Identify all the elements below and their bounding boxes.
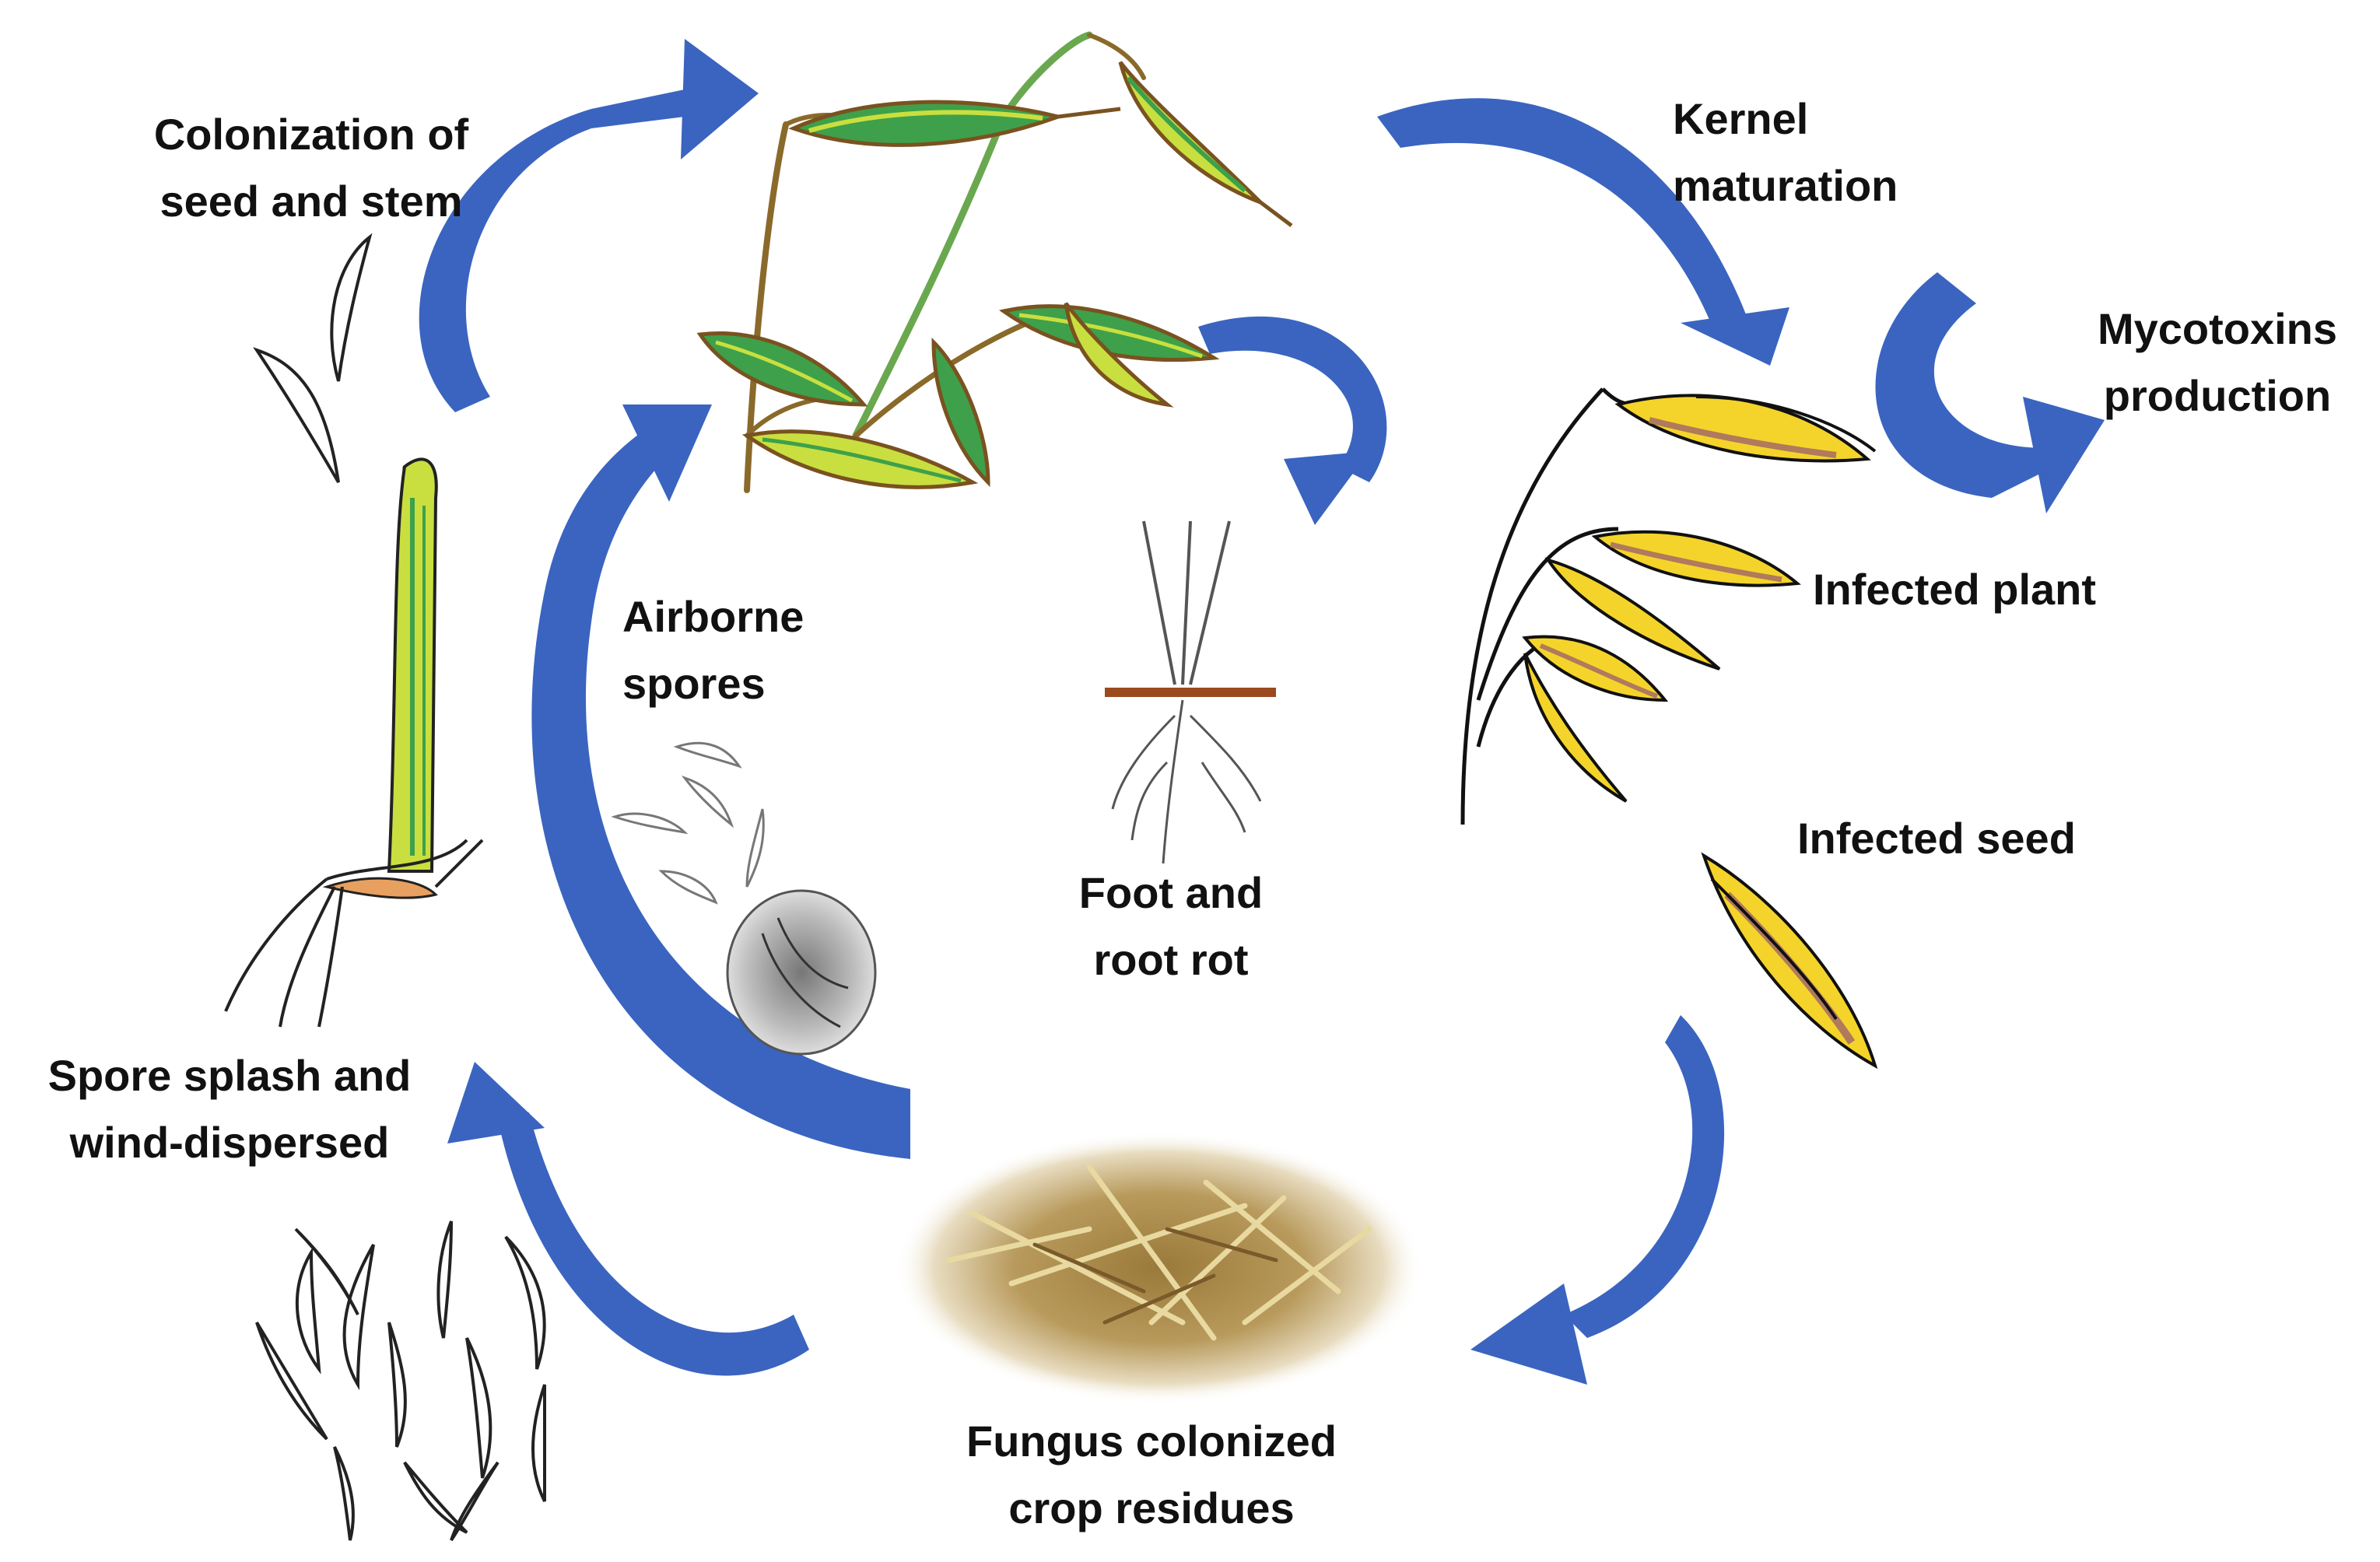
fungal-spore-cluster xyxy=(255,1221,547,1542)
arrow-residue-to-spore-splash xyxy=(447,1062,809,1376)
label-mycotoxins: Mycotoxins production xyxy=(2097,304,2338,420)
arrow-foot-root xyxy=(1198,316,1387,525)
label-kernel-maturation: Kernel maturation xyxy=(1673,94,1898,210)
arrow-kernel-maturation xyxy=(1377,98,1789,366)
label-colonization: Colonization of seed and stem xyxy=(153,110,469,226)
arrow-airborne xyxy=(531,405,910,1159)
oat-spikelet xyxy=(741,429,979,489)
label-infected-seed: Infected seed xyxy=(1797,814,2076,863)
oat-spikelet xyxy=(788,100,1121,147)
perithecium-icon xyxy=(726,889,877,1056)
fungal-spore-icon xyxy=(611,741,765,905)
label-infected-plant: Infected plant xyxy=(1813,565,2097,614)
infected-spikelet xyxy=(1522,635,1669,702)
arrow-infected-seed-to-residue xyxy=(1470,1015,1725,1385)
oat-spikelet xyxy=(1118,61,1293,227)
crop-residue-icon xyxy=(895,1132,1424,1404)
label-fungus-residues: Fungus colonized crop residues xyxy=(966,1417,1337,1532)
oat-spikelet xyxy=(1064,302,1174,408)
oat-spikelet xyxy=(931,337,990,488)
infected-spikelet xyxy=(1544,557,1721,671)
infected-seed-icon xyxy=(1701,852,1878,1070)
infected-spikelet xyxy=(1614,394,1877,463)
label-spore-splash: Spore splash and wind-dispersed xyxy=(47,1051,412,1167)
arrow-mycotoxins xyxy=(1875,272,2105,513)
seedling-icon xyxy=(224,457,484,1028)
infected-spikelet xyxy=(1591,530,1801,587)
fungal-spore-icon xyxy=(253,233,373,484)
root-icon xyxy=(1105,520,1276,864)
infected-spikelet xyxy=(1523,653,1628,803)
oat-spikelet xyxy=(696,331,868,407)
label-foot-root-rot: Foot and root rot xyxy=(1078,868,1264,984)
label-airborne-spores: Airborne spores xyxy=(622,592,804,708)
arrow-colonization xyxy=(419,39,759,412)
